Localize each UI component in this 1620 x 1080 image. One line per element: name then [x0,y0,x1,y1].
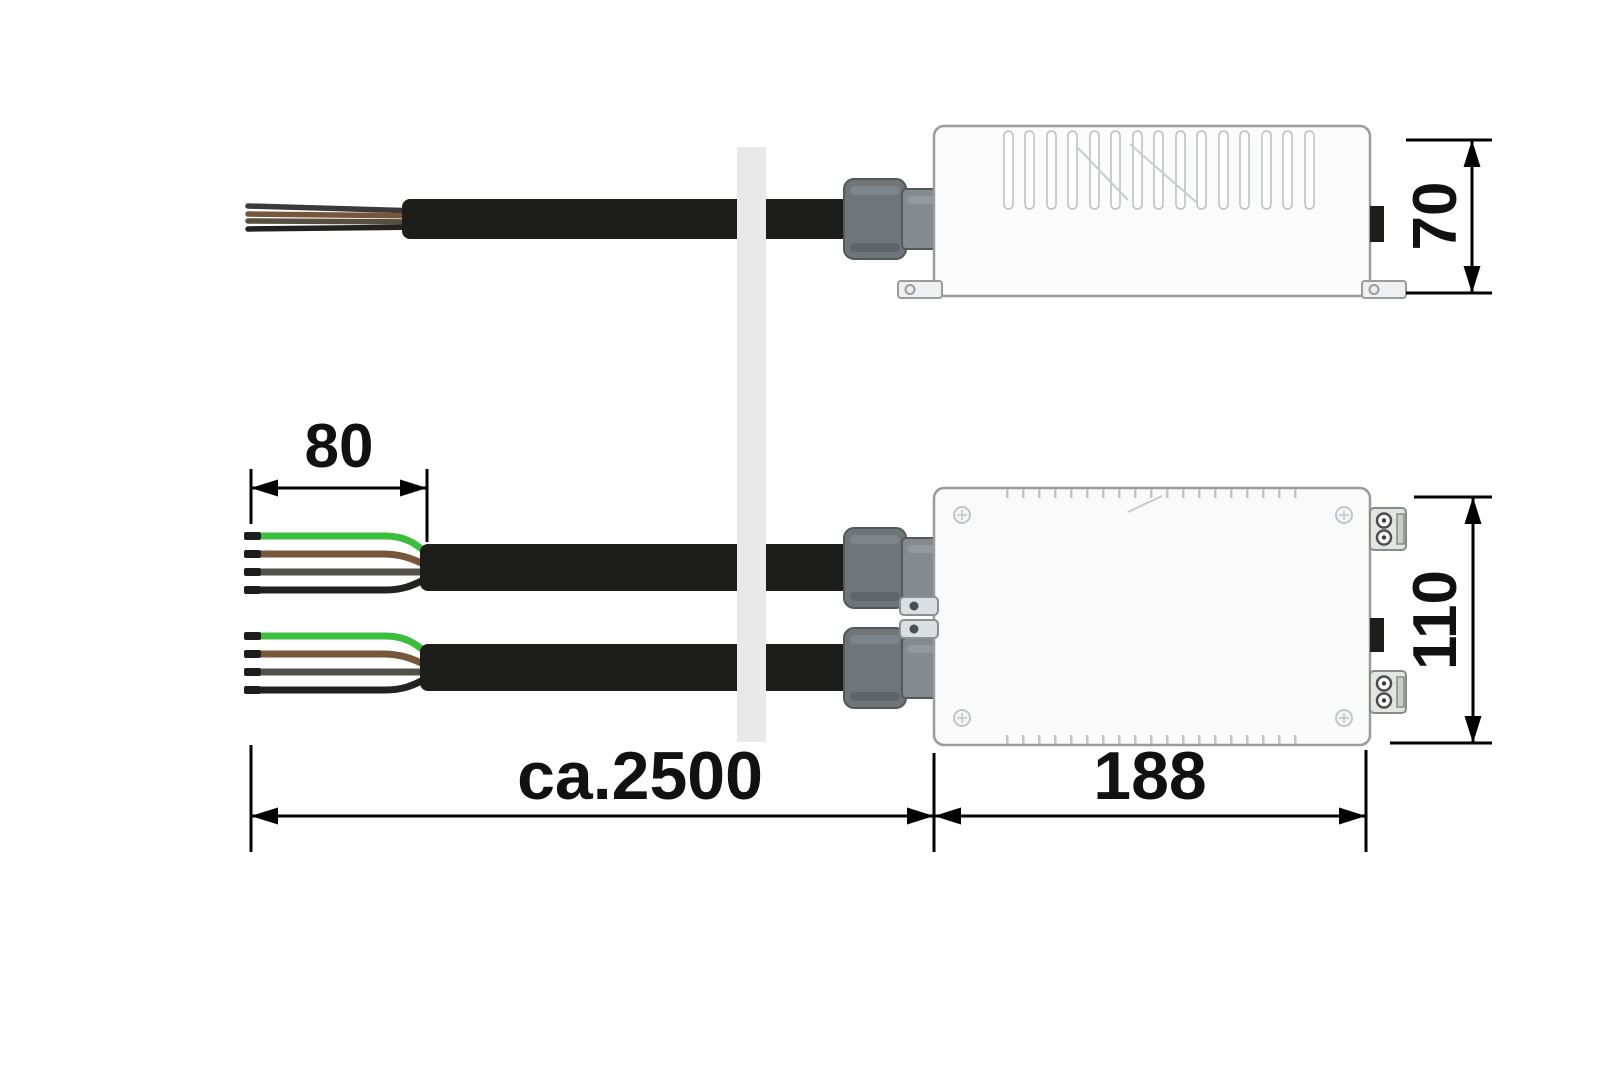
side-connector-tab [1370,206,1384,242]
side-view [245,124,1407,299]
vent-ticks [1006,489,1300,744]
cable2 [420,644,850,691]
corner-screw [1335,709,1353,727]
arrowhead-right [400,479,427,497]
dimension-lengths: ca.2500 188 [249,738,1368,852]
cable1 [420,544,850,591]
wire-tips [244,632,261,694]
dim-label-housing-length: 188 [1093,738,1206,814]
stripped-wires-cable1 [244,532,438,594]
vent-slots [1003,130,1315,210]
reflection-line [1129,143,1197,203]
corner-screw [953,709,971,727]
arrowhead-down [1464,716,1482,743]
top-view [244,486,1408,747]
wire-tips [244,532,261,594]
latch-clip-2 [899,619,939,639]
output-connector-1 [1368,506,1408,552]
dim-label-110: 110 [1401,570,1470,670]
arrowhead-left [251,479,278,497]
corner-screw [953,506,971,524]
cable-gland-side [843,178,941,260]
output-connector-2 [1368,669,1408,715]
stripped-wires-cable2 [244,632,438,694]
arrowhead-right [907,807,934,825]
dim-label-80: 80 [305,412,374,481]
arrowhead-up [1463,140,1481,167]
cable-side [402,199,850,239]
dimension-height-110: 110 [1390,495,1492,745]
stripped-wires-side [245,203,429,232]
arrowhead-right [1339,807,1366,825]
cable-gland-2 [843,627,941,709]
reflection-line [1127,495,1163,513]
cable-break-band [737,147,766,742]
arrowhead-up [1464,497,1482,524]
latch-clip-1 [899,596,939,616]
arrowhead-down [1463,266,1481,293]
dim-label-70: 70 [1401,182,1470,251]
mounting-foot-right [1361,280,1407,299]
side-connector-tab [1370,618,1384,652]
arrowhead-left [251,807,278,825]
mounting-foot-left [897,280,943,299]
corner-screw [1335,506,1353,524]
dimension-strip-80: 80 [249,412,429,542]
arrowhead-left [934,807,961,825]
dim-label-cable-length: ca.2500 [517,738,763,814]
reflection-line [1077,147,1129,201]
enclosure-top [932,486,1372,747]
dimension-height-70: 70 [1401,138,1492,295]
